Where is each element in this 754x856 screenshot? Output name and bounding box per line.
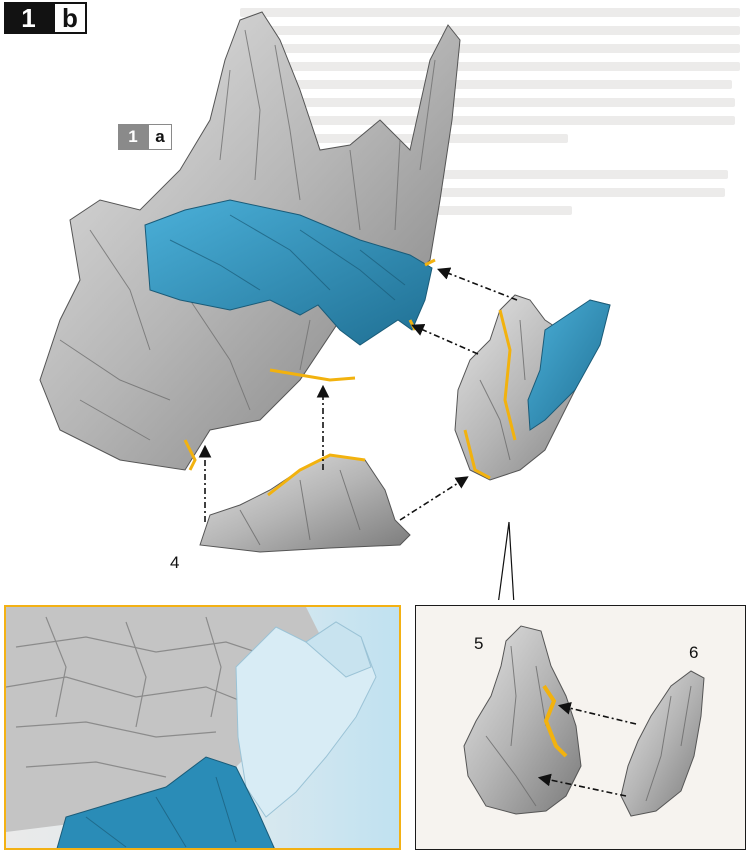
- painted-detail-view: [4, 605, 401, 850]
- part-6-rock: [621, 671, 704, 816]
- painted-detail-illustration: [6, 607, 401, 850]
- part-label-6: 6: [689, 643, 698, 663]
- main-rock-assembly: [40, 12, 460, 470]
- parts-detail-view: [415, 605, 746, 850]
- step-badge-main: 1 b: [4, 2, 87, 34]
- part-label-5: 5: [474, 634, 483, 654]
- detail-callout-pointer: [498, 522, 514, 600]
- step-number: 1: [4, 2, 53, 34]
- reference-step-letter: a: [148, 124, 172, 150]
- main-assembly-illustration: [0, 0, 754, 600]
- bottom-rock-piece: [200, 455, 410, 552]
- right-rock-piece: [455, 295, 610, 480]
- step-letter: b: [53, 2, 87, 34]
- part-label-4: 4: [170, 553, 179, 573]
- reference-step-number: 1: [118, 124, 148, 150]
- step-badge-reference: 1 a: [118, 124, 172, 150]
